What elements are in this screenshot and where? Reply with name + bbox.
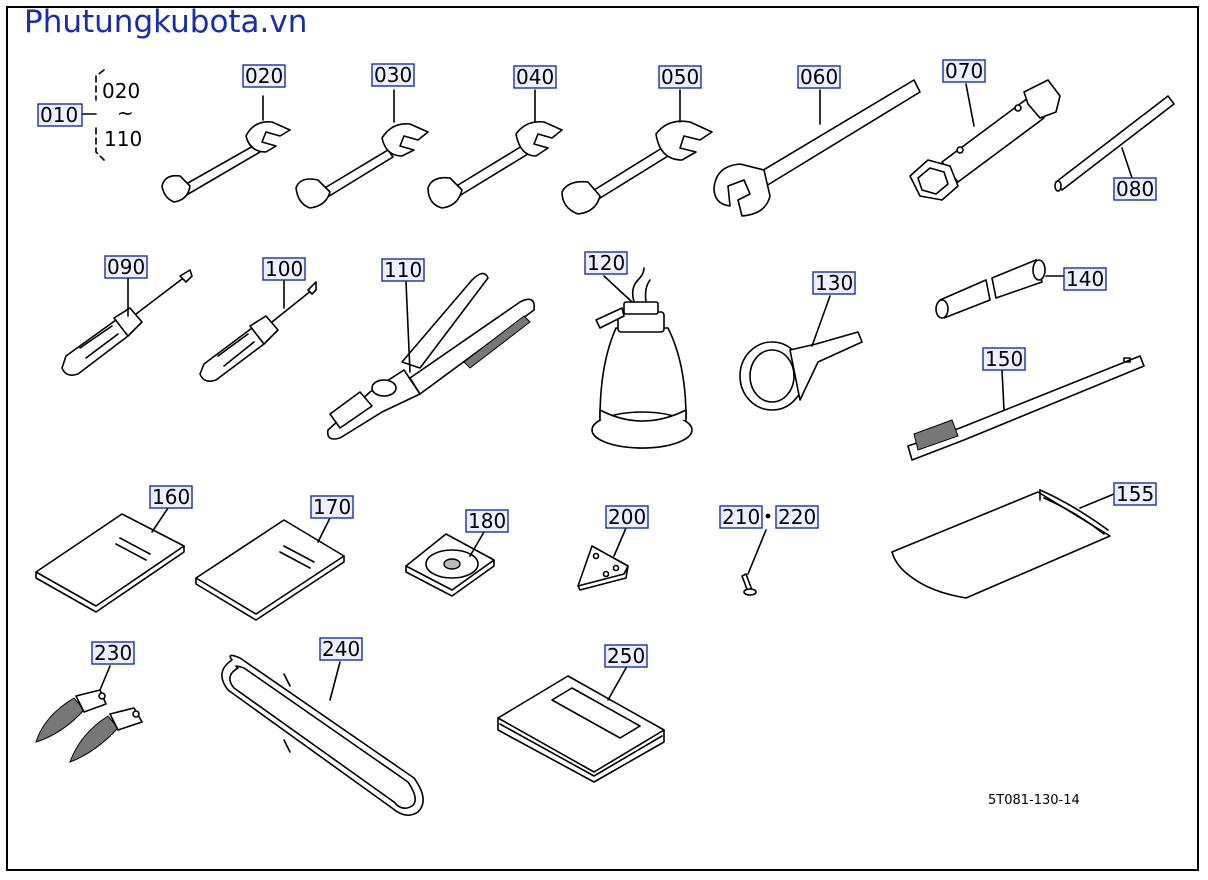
callout-200-label: 200 [608, 505, 646, 529]
callout-070[interactable] [942, 59, 986, 83]
brand-watermark: Phutungkubota.vn [24, 4, 308, 40]
callout-240-label: 240 [322, 637, 360, 661]
bracket-to-label: 110 [104, 127, 142, 151]
callout-250-label: 250 [607, 644, 645, 668]
part-040-spanner: 040 [427, 65, 563, 209]
part-170-manual: 170 [195, 495, 354, 621]
part-150-brush: 150 [907, 347, 1145, 461]
callout-250[interactable] [604, 644, 648, 668]
callout-100[interactable] [262, 257, 306, 281]
part-050-spanner: 050 [561, 65, 713, 215]
callout-110[interactable] [381, 258, 425, 282]
callout-240[interactable] [319, 637, 363, 661]
callout-155-label: 155 [1116, 482, 1154, 506]
part-160-manual: 160 [35, 485, 193, 613]
part-020-spanner: 020 [161, 64, 291, 203]
part-060-spanner: 060 [713, 65, 921, 217]
callout-020[interactable] [242, 64, 286, 88]
part-250-booklet: 250 [497, 644, 665, 783]
part-130-funnel: 130 [739, 271, 863, 411]
callout-050-label: 050 [661, 65, 699, 89]
callout-010-label: 010 [40, 103, 78, 127]
callout-210-label: 210 [722, 505, 760, 529]
part-100-screwdriver: 100 [199, 257, 317, 382]
callout-130[interactable] [812, 271, 856, 295]
callout-155[interactable] [1113, 482, 1157, 506]
callout-070-label: 070 [945, 59, 983, 83]
callout-180-label: 180 [468, 509, 506, 533]
callout-050[interactable] [658, 65, 702, 89]
part-120-oil-can: 120 [584, 251, 693, 449]
callout-210[interactable] [719, 505, 763, 529]
callout-170[interactable] [310, 495, 354, 519]
bracket-group: 010 020 ~ 110 [37, 69, 142, 161]
part-240-belt: 240 [221, 637, 424, 816]
diagram-reference-code: 5T081-130-14 [988, 793, 1080, 808]
callout-020-label: 020 [245, 64, 283, 88]
part-210-220-pin: 210 220 [719, 505, 819, 596]
callout-030[interactable] [371, 63, 415, 87]
part-180-cd: 180 [405, 509, 509, 597]
callout-030-label: 030 [374, 63, 412, 87]
part-155-bag: 155 [891, 482, 1157, 599]
callout-230-label: 230 [94, 641, 132, 665]
callout-140[interactable] [1063, 267, 1107, 291]
callout-140-label: 140 [1066, 267, 1104, 291]
callout-130-label: 130 [815, 271, 853, 295]
callout-010[interactable] [37, 103, 83, 127]
callout-090[interactable] [104, 255, 148, 279]
callout-separator-dot [765, 513, 771, 519]
callout-080[interactable] [1113, 177, 1157, 201]
callout-180[interactable] [465, 509, 509, 533]
part-090-screwdriver: 090 [61, 255, 193, 376]
callout-170-label: 170 [313, 495, 351, 519]
callout-160-label: 160 [152, 485, 190, 509]
diagram-frame [6, 6, 1199, 871]
part-200-plate: 200 [577, 505, 649, 591]
bracket-from-label: 020 [102, 79, 140, 103]
callout-060-label: 060 [800, 65, 838, 89]
callout-220-label: 220 [778, 505, 816, 529]
part-110-pliers: 110 [326, 258, 536, 440]
callout-120-label: 120 [587, 251, 625, 275]
callout-110-label: 110 [384, 258, 422, 282]
part-080-tommy-bar: 080 [1054, 95, 1175, 201]
callout-220[interactable] [775, 505, 819, 529]
callout-160[interactable] [149, 485, 193, 509]
part-070-box-spanner: 070 [909, 59, 1061, 201]
callout-080-label: 080 [1116, 177, 1154, 201]
part-230-clips: 230 [35, 641, 143, 763]
part-140-tube: 140 [935, 259, 1107, 319]
bracket-range-mark: ~ [117, 101, 134, 125]
callout-100-label: 100 [265, 257, 303, 281]
callout-150[interactable] [982, 347, 1026, 371]
callout-040[interactable] [513, 65, 557, 89]
callout-200[interactable] [605, 505, 649, 529]
callout-060[interactable] [797, 65, 841, 89]
callout-040-label: 040 [516, 65, 554, 89]
callout-090-label: 090 [107, 255, 145, 279]
callout-150-label: 150 [985, 347, 1023, 371]
part-030-spanner: 030 [295, 63, 429, 209]
callout-120[interactable] [584, 251, 628, 275]
callout-230[interactable] [91, 641, 135, 665]
